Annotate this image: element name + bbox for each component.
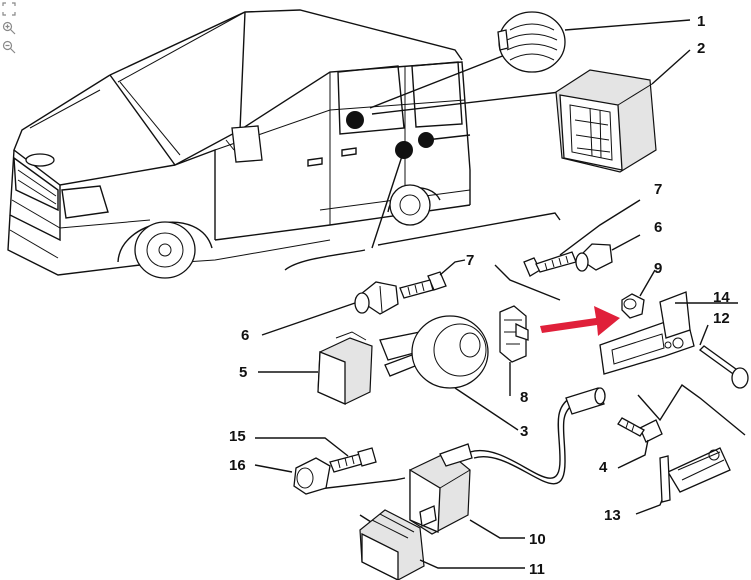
part-vent-grille: [497, 11, 566, 73]
callout-label: 8: [520, 389, 528, 406]
part-pin: [699, 345, 749, 389]
zoom-out-icon[interactable]: [2, 40, 16, 54]
van-illustration: [7, 9, 561, 279]
part-switch-module: [317, 331, 373, 406]
part-latch: [499, 305, 529, 363]
callout-label: 1: [697, 13, 705, 30]
part-hinge-bracket: [599, 291, 695, 375]
callout-label: 14: [713, 289, 730, 306]
zoom-toolbar: [2, 2, 18, 59]
callout-label: 10: [529, 531, 546, 548]
part-bolt-lower: [329, 447, 377, 473]
fit-page-icon[interactable]: [2, 2, 16, 16]
part-grommet: [293, 457, 331, 495]
part-vent-housing: [555, 69, 657, 173]
part-fuel-flap: [379, 315, 489, 389]
front-logo-icon: [25, 153, 55, 167]
part-plug-left: [354, 281, 399, 315]
callout-label: 2: [697, 40, 705, 57]
callout-label: 7: [654, 181, 662, 198]
part-bush: [621, 293, 645, 319]
part-bolt-left: [399, 271, 447, 299]
callout-label: 4: [599, 459, 608, 476]
callout-labels: 1 2 7 6 9 14 12 6 7 5 8 3 4 15 16 10 13 …: [229, 13, 730, 578]
zoom-in-icon[interactable]: [2, 21, 16, 35]
location-marker-icon: [346, 111, 364, 129]
highlight-arrow-icon: [540, 306, 620, 336]
callout-label: 9: [654, 260, 662, 277]
callout-label: 12: [713, 310, 730, 327]
part-lock-actuator: [409, 387, 606, 535]
part-hinge-strap: [659, 447, 731, 503]
callout-label: 5: [239, 364, 247, 381]
callout-label: 11: [529, 561, 545, 578]
callout-label: 7: [466, 252, 474, 269]
part-rubber-boot: [359, 509, 425, 580]
callout-label: 3: [520, 423, 528, 440]
part-screw: [617, 417, 663, 443]
callout-label: 15: [229, 428, 246, 445]
part-plug-upper: [575, 243, 613, 272]
callout-label: 13: [604, 507, 621, 524]
callout-label: 16: [229, 457, 246, 474]
callout-label: 6: [241, 327, 249, 344]
callout-label: 6: [654, 219, 662, 236]
part-bolt-upper: [523, 251, 577, 277]
